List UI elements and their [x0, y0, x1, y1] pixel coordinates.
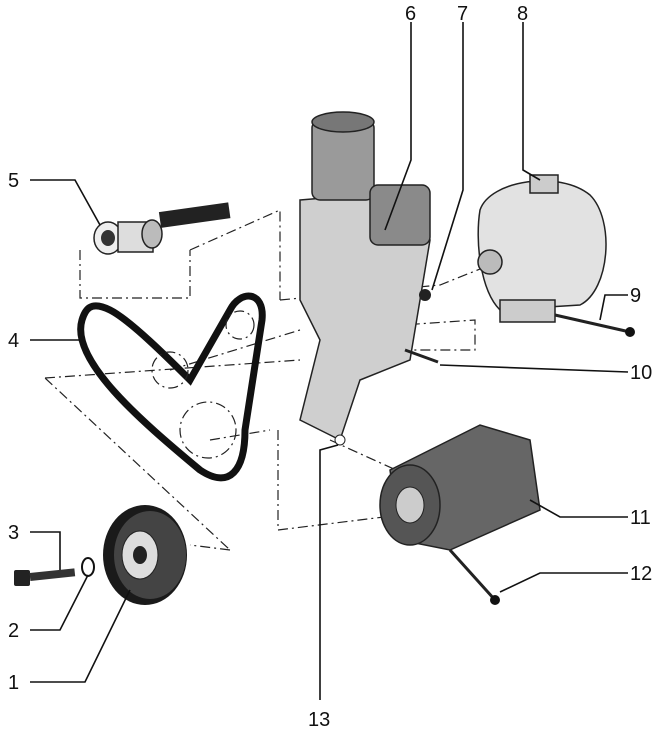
part-compressor-bolt — [448, 548, 497, 602]
callout-1: 1 — [8, 672, 19, 694]
part-oil-filter-bracket — [299, 111, 431, 446]
part-crank-pulley — [103, 505, 187, 605]
callout-13: 13 — [308, 709, 330, 731]
callout-2: 2 — [8, 620, 19, 642]
callout-6: 6 — [405, 3, 416, 25]
callout-5: 5 — [8, 170, 19, 192]
part-ac-compressor — [379, 424, 541, 551]
callout-8: 8 — [517, 3, 528, 25]
callout-labels: 1 2 3 4 5 6 7 8 9 10 11 12 13 — [8, 3, 652, 731]
callout-9: 9 — [630, 285, 641, 307]
callout-12: 12 — [630, 563, 652, 585]
part-tensioner — [93, 202, 231, 255]
part-pulley-bolt — [14, 568, 76, 586]
part-alternator-bolt — [554, 313, 631, 334]
callout-10: 10 — [630, 362, 652, 384]
part-alternator — [477, 174, 607, 323]
part-washer — [81, 557, 95, 577]
assembly-lines — [44, 209, 491, 551]
callout-11: 11 — [630, 507, 651, 529]
leader-lines — [30, 22, 629, 700]
part-drive-belt — [77, 292, 266, 482]
callout-7: 7 — [457, 3, 468, 25]
belt-pulley-outlines — [151, 310, 255, 459]
part-bracket-bolt — [404, 348, 439, 364]
callout-3: 3 — [8, 522, 19, 544]
callout-4: 4 — [8, 330, 19, 352]
